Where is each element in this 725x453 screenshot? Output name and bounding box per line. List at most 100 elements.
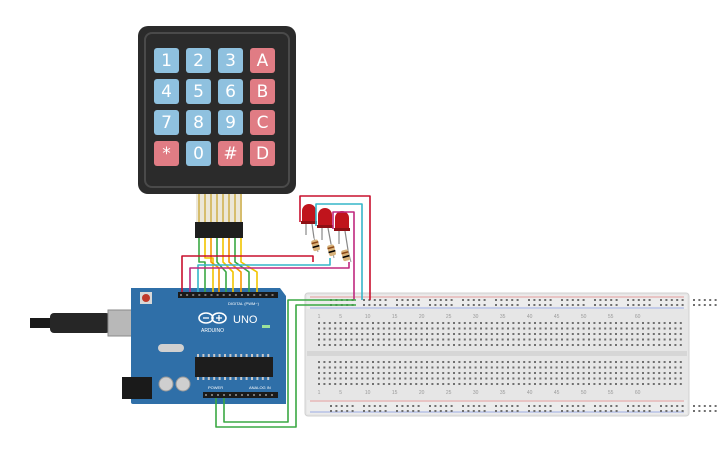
capacitor-1 [158,376,174,392]
wire-cyan-led[interactable] [197,258,331,292]
keypad-header-pins[interactable] [195,222,243,238]
wire-green-ground-2[interactable] [223,299,356,423]
keypad-key-hash[interactable]: # [218,141,243,166]
breadboard-column-label: 10 [365,314,371,320]
arduino-logo-icon [198,312,227,324]
keypad-key-label: 3 [225,51,236,71]
breadboard[interactable]: 1155101015152020252530303535404045455050… [304,292,717,417]
breadboard-column-label: 50 [581,390,587,396]
wire-keypad-6[interactable] [228,238,242,292]
wire-keypad-5[interactable] [222,238,234,292]
led-3[interactable] [334,211,350,251]
wire-keypad-8[interactable] [240,238,258,292]
digital-header-label: DIGITAL (PWM~) [228,301,260,306]
keypad-key-A[interactable]: A [250,48,275,73]
wire-keypad-2[interactable] [204,238,214,292]
resistor-3[interactable] [341,249,352,263]
digital-header[interactable] [178,292,278,298]
breadboard-column-label: 5 [339,390,342,396]
keypad-key-2[interactable]: 2 [186,48,211,73]
breadboard-holes[interactable] [318,299,717,412]
breadboard-center-channel [307,351,687,356]
keypad-key-7[interactable]: 7 [154,110,179,135]
keypad-key-5[interactable]: 5 [186,79,211,104]
keypad-key-star[interactable]: * [154,141,179,166]
keypad-key-label: 1 [161,51,172,71]
keypad-key-0[interactable]: 0 [186,141,211,166]
keypad-key-D[interactable]: D [250,141,275,166]
keypad-key-C[interactable]: C [250,110,275,135]
wire-cyan-to-breadboard[interactable] [315,203,363,300]
breadboard-column-label: 35 [500,314,506,320]
analog-header[interactable] [248,392,278,398]
wire-keypad-4[interactable] [216,238,227,292]
wire-keypad-7[interactable] [234,238,250,292]
keypad-key-8[interactable]: 8 [186,110,211,135]
resistor-1[interactable] [311,237,321,253]
keypad-key-label: 9 [225,113,236,133]
keypad-key-label: C [257,113,269,133]
breadboard-column-label: 50 [581,314,587,320]
wire-red-led[interactable] [181,255,314,292]
keypad-key-label: 8 [193,113,204,133]
keypad-key-B[interactable]: B [250,79,275,104]
led-1[interactable] [301,204,317,239]
keypad-key-label: 6 [225,82,236,102]
arduino-model-text: UNO [233,314,258,326]
keypad-key-label: B [257,82,269,102]
keypad-key-label: 5 [193,82,204,102]
wire-magenta-led[interactable] [189,262,350,292]
keypad-key-9[interactable]: 9 [218,110,243,135]
arduino-uno[interactable]: UNO ARDUINO DIGITAL (PWM~) POWER ANALOG … [30,288,286,404]
breadboard-column-label: 55 [608,314,614,320]
breadboard-column-label: 35 [500,390,506,396]
breadboard-column-label: 10 [365,390,371,396]
power-header-label: POWER [208,385,223,390]
keypad-key-label: 0 [193,144,204,164]
arduino-logo-text: ARDUINO [201,328,224,334]
wire-keypad-1[interactable] [198,238,206,292]
keypad-key-label: D [256,144,269,164]
breadboard-column-label: 60 [635,314,641,320]
keypad-ribbon [196,194,242,222]
breadboard-column-label: 45 [554,390,560,396]
on-led [262,325,270,328]
capacitor-2 [175,376,191,392]
keypad-key-label: 2 [193,51,204,71]
led-2[interactable] [317,208,333,245]
wire-green-ground-1[interactable] [215,304,356,428]
wire-magenta-to-breadboard[interactable] [332,211,355,300]
breadboard-column-label: 40 [527,390,533,396]
power-jack[interactable] [122,377,152,399]
keypad-key-4[interactable]: 4 [154,79,179,104]
keypad-key-label: # [223,144,237,164]
header-pin-holes [180,294,274,396]
wire-red-to-breadboard[interactable] [299,195,371,300]
crystal [158,344,184,352]
led-group[interactable] [301,204,352,263]
power-header[interactable] [203,392,248,398]
breadboard-column-labels: 1155101015152020252530303535404045455050… [318,314,641,396]
keypad-key-1[interactable]: 1 [154,48,179,73]
breadboard-column-label: 15 [392,314,398,320]
breadboard-column-label: 30 [473,390,479,396]
breadboard-column-label: 45 [554,314,560,320]
analog-header-label: ANALOG IN [249,385,271,390]
chip-legs [197,354,270,380]
breadboard-column-label: 15 [392,390,398,396]
keypad-face [144,32,290,188]
breadboard-column-label: 55 [608,390,614,396]
wires[interactable] [181,195,371,428]
resistor-2[interactable] [327,243,337,259]
breadboard-column-label: 25 [446,390,452,396]
keypad-key-label: 7 [161,113,172,133]
breadboard-column-label: 1 [318,390,321,396]
keypad-ribbon-traces [198,194,242,222]
keypad-key-6[interactable]: 6 [218,79,243,104]
breadboard-column-label: 1 [318,314,321,320]
keypad-key-label: A [257,51,269,71]
keypad-key-3[interactable]: 3 [218,48,243,73]
breadboard-column-label: 30 [473,314,479,320]
